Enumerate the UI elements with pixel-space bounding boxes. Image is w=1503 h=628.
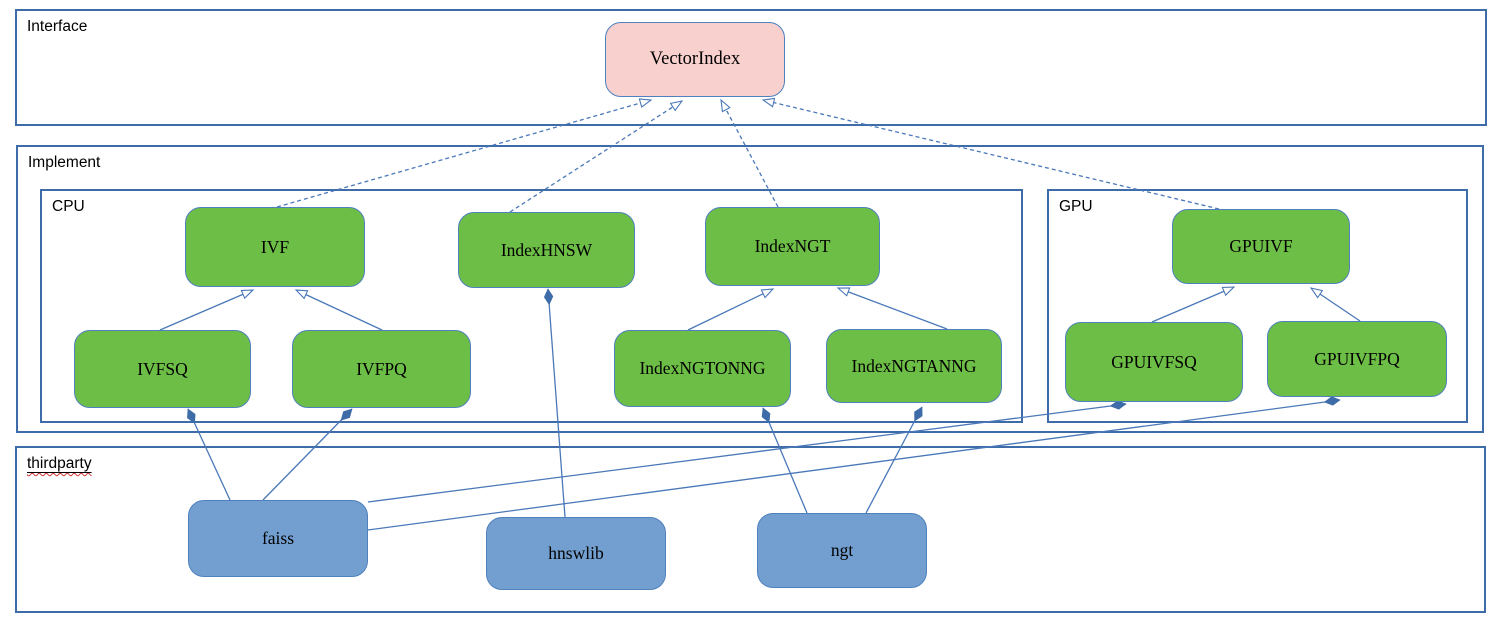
node-vectorindex[interactable]: VectorIndex: [605, 22, 785, 97]
node-indexhnsw[interactable]: IndexHNSW: [458, 212, 635, 288]
node-ngt[interactable]: ngt: [757, 513, 927, 588]
node-ivfpq-label: IVFPQ: [356, 358, 407, 379]
node-indexngt[interactable]: IndexNGT: [705, 207, 880, 286]
node-ivfsq-label: IVFSQ: [137, 358, 188, 379]
node-hnswlib-label: hnswlib: [548, 543, 604, 563]
node-gpuivf[interactable]: GPUIVF: [1172, 209, 1350, 284]
node-faiss[interactable]: faiss: [188, 500, 368, 577]
container-cpu-label: CPU: [52, 198, 85, 215]
node-gpuivfsq-label: GPUIVFSQ: [1111, 351, 1197, 372]
node-ivf-label: IVF: [260, 236, 290, 257]
node-gpuivfpq[interactable]: GPUIVFPQ: [1267, 321, 1447, 397]
node-ngt-label: ngt: [830, 540, 854, 560]
node-indexngtonng-label: IndexNGTONNG: [639, 358, 766, 378]
node-ivfsq[interactable]: IVFSQ: [74, 330, 251, 408]
container-thirdparty-label-text: thirdparty: [27, 455, 92, 472]
node-faiss-label: faiss: [261, 528, 295, 548]
node-ivf[interactable]: IVF: [185, 207, 365, 287]
node-indexngtanng-label: IndexNGTANNG: [851, 355, 977, 376]
node-ivfpq[interactable]: IVFPQ: [292, 330, 471, 408]
node-gpuivfsq[interactable]: GPUIVFSQ: [1065, 322, 1243, 402]
node-indexhnsw-label: IndexHNSW: [500, 239, 593, 260]
node-indexngt-label: IndexNGT: [754, 236, 831, 256]
container-thirdparty-label: thirdparty: [27, 455, 92, 473]
node-indexngtonng[interactable]: IndexNGTONNG: [614, 330, 791, 407]
node-hnswlib[interactable]: hnswlib: [486, 517, 666, 590]
node-indexngtanng[interactable]: IndexNGTANNG: [826, 329, 1002, 403]
container-interface-label: Interface: [27, 18, 88, 35]
node-vectorindex-label: VectorIndex: [649, 49, 741, 69]
container-implement-label: Implement: [28, 154, 101, 171]
node-gpuivfpq-label: GPUIVFPQ: [1314, 348, 1400, 369]
node-gpuivf-label: GPUIVF: [1229, 236, 1293, 256]
container-gpu-label: GPU: [1059, 198, 1093, 215]
